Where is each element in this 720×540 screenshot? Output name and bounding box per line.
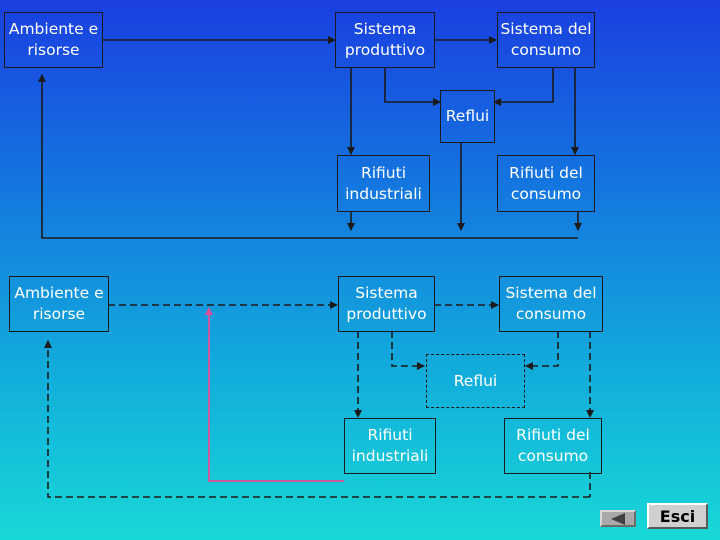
bottom-sistema-consumo-box: Sistema del consumo [499, 276, 603, 332]
arrow-produttivo-to-reflui [384, 67, 441, 106]
bottom-rifiuti-industriali-box: Rifiuti industriali [344, 418, 436, 474]
bottom-ambiente-risorse-box: Ambiente e risorse [9, 276, 109, 332]
dashed-arrow-consumo-to-reflui [525, 331, 559, 370]
recycle-line-to-ambiente [205, 307, 344, 482]
top-ambiente-risorse-box: Ambiente e risorse [4, 12, 103, 68]
left-triangle-icon [611, 512, 625, 525]
top-sistema-produttivo-box: Sistema produttivo [335, 12, 435, 68]
top-sistema-consumo-box: Sistema del consumo [497, 12, 595, 68]
dashed-arrow-produttivo-to-reflui [391, 331, 425, 370]
bottom-rifiuti-consumo-box: Rifiuti del consumo [504, 418, 602, 474]
arrow-consumo-to-reflui [493, 67, 554, 106]
return-line-to-ambiente [38, 74, 578, 239]
top-rifiuti-industriali-box: Rifiuti industriali [337, 155, 430, 212]
top-rifiuti-consumo-box: Rifiuti del consumo [497, 155, 595, 212]
exit-button[interactable]: Esci [647, 503, 708, 529]
top-reflui-box: Reflui [440, 90, 495, 143]
bottom-sistema-produttivo-box: Sistema produttivo [338, 276, 435, 332]
back-button[interactable] [600, 510, 636, 527]
dashed-return-line-to-ambiente [44, 340, 590, 498]
bottom-reflui-box: Reflui [426, 354, 525, 408]
